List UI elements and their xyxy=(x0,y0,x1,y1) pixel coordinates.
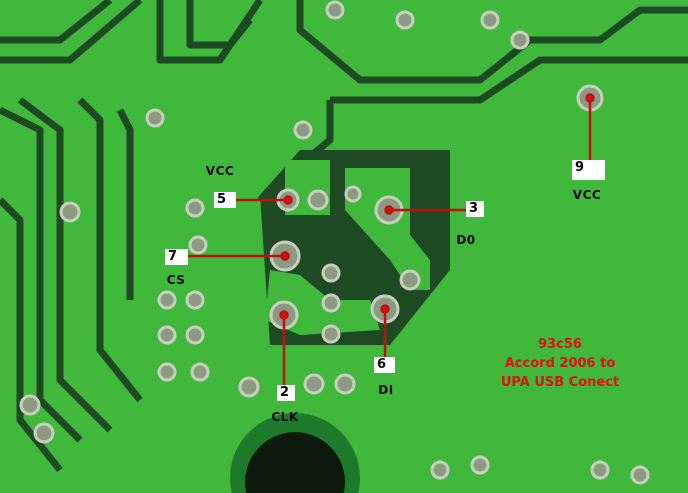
pin-3-number: 3 xyxy=(466,201,484,217)
chip-caption: 93c56 Accord 2006 to UPA USB Conect xyxy=(500,335,620,392)
pin-7-number: 7 xyxy=(165,249,188,265)
pin-5-number: 5 xyxy=(214,192,236,208)
caption-connection: UPA USB Conect xyxy=(500,375,620,390)
pin-6-number: 6 xyxy=(374,357,395,373)
pin-7-signal-label: CS xyxy=(166,273,186,287)
pin-2-number: 2 xyxy=(277,385,295,401)
mounting-hole xyxy=(245,432,345,493)
pin-2-signal-label: CLK xyxy=(271,410,299,424)
pin-6-signal-label: DI xyxy=(378,383,394,397)
caption-vehicle: Accord 2006 to xyxy=(504,356,616,371)
caption-chip: 93c56 xyxy=(538,337,582,352)
pin-5-signal-label: VCC xyxy=(205,164,235,178)
pin-3-signal-label: D0 xyxy=(456,233,476,247)
pin-9-number: 9 xyxy=(572,160,605,180)
pin-9-signal-label: VCC xyxy=(572,188,602,202)
